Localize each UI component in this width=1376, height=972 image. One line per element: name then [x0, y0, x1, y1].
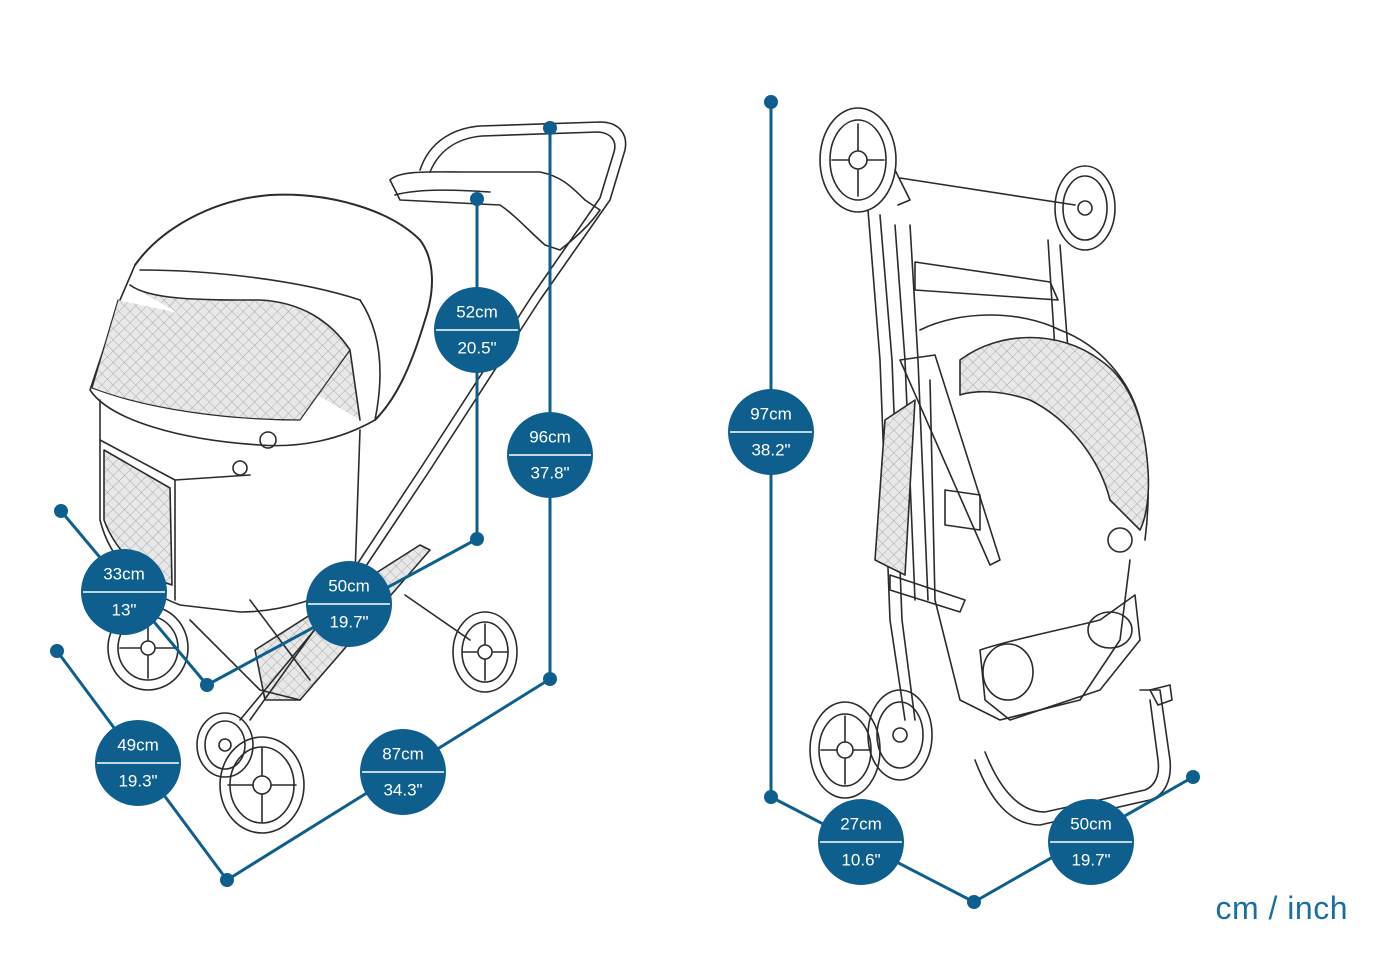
folded-height-inch: 38.2" — [751, 440, 790, 459]
folded-depth-cm: 27cm — [840, 814, 882, 833]
badge-overall-height: 96cm 37.8" — [507, 412, 593, 498]
badge-overall-length: 87cm 34.3" — [360, 729, 446, 815]
folded-top-wheel-left — [819, 107, 897, 213]
cabin-length-inch: 19.7" — [329, 612, 368, 631]
overall-height-cm: 96cm — [529, 427, 571, 446]
folded-bottom-wheel-right — [867, 689, 933, 781]
folded-stroller-illustration — [809, 107, 1173, 826]
cabin-width-cm: 33cm — [103, 564, 145, 583]
badge-cabin-length: 50cm 19.7" — [306, 561, 392, 647]
folded-top-wheel-right — [1054, 165, 1116, 251]
overall-height-inch: 37.8" — [530, 463, 569, 482]
folded-height-cm: 97cm — [750, 404, 792, 423]
cabin-length-cm: 50cm — [328, 576, 370, 595]
handle-height-inch: 20.5" — [457, 338, 496, 357]
folded-width-cm: 50cm — [1070, 814, 1112, 833]
handle-height-cm: 52cm — [456, 302, 498, 321]
folded-depth-inch: 10.6" — [841, 850, 880, 869]
overall-length-inch: 34.3" — [383, 780, 422, 799]
cabin-width-inch: 13" — [112, 600, 137, 619]
rear-wheel-right — [452, 611, 518, 693]
folded-bottom-wheel-left — [809, 701, 881, 799]
front-wheel-left — [219, 736, 305, 834]
badge-handle-height: 52cm 20.5" — [434, 287, 520, 373]
badge-overall-width: 49cm 19.3" — [95, 720, 181, 806]
badge-folded-height: 97cm 38.2" — [728, 389, 814, 475]
overall-width-cm: 49cm — [117, 735, 159, 754]
overall-width-inch: 19.3" — [118, 771, 157, 790]
badge-folded-depth: 27cm 10.6" — [818, 799, 904, 885]
dimension-lines — [55, 100, 1195, 904]
overall-length-cm: 87cm — [382, 744, 424, 763]
front-wheel-right — [196, 712, 254, 778]
unit-legend: cm / inch — [1215, 890, 1348, 926]
badge-folded-width: 50cm 19.7" — [1048, 799, 1134, 885]
dimension-endpoints — [50, 95, 1200, 909]
badge-cabin-width: 33cm 13" — [81, 549, 167, 635]
folded-width-inch: 19.7" — [1071, 850, 1110, 869]
